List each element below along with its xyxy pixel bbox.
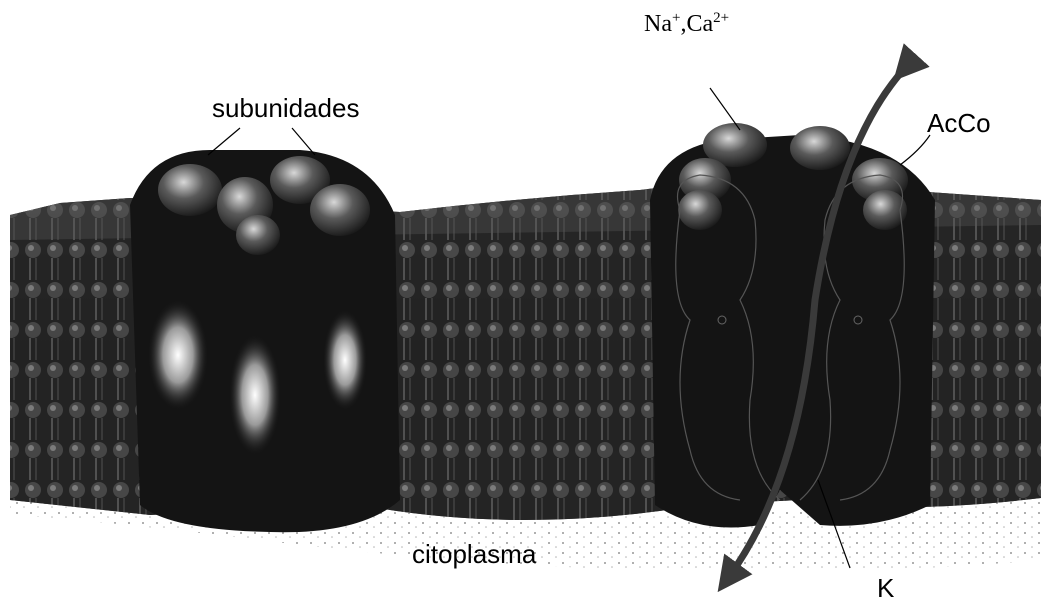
ions-label: Na+,Ca2+ (644, 12, 729, 36)
cytoplasm-label: citoplasma (412, 541, 536, 567)
acco-label: AcCo (927, 110, 991, 136)
left-channel-protein (130, 150, 400, 532)
right-channel-protein (650, 123, 935, 528)
subunits-label: subunidades (212, 95, 359, 121)
potassium-label: K (877, 575, 894, 601)
